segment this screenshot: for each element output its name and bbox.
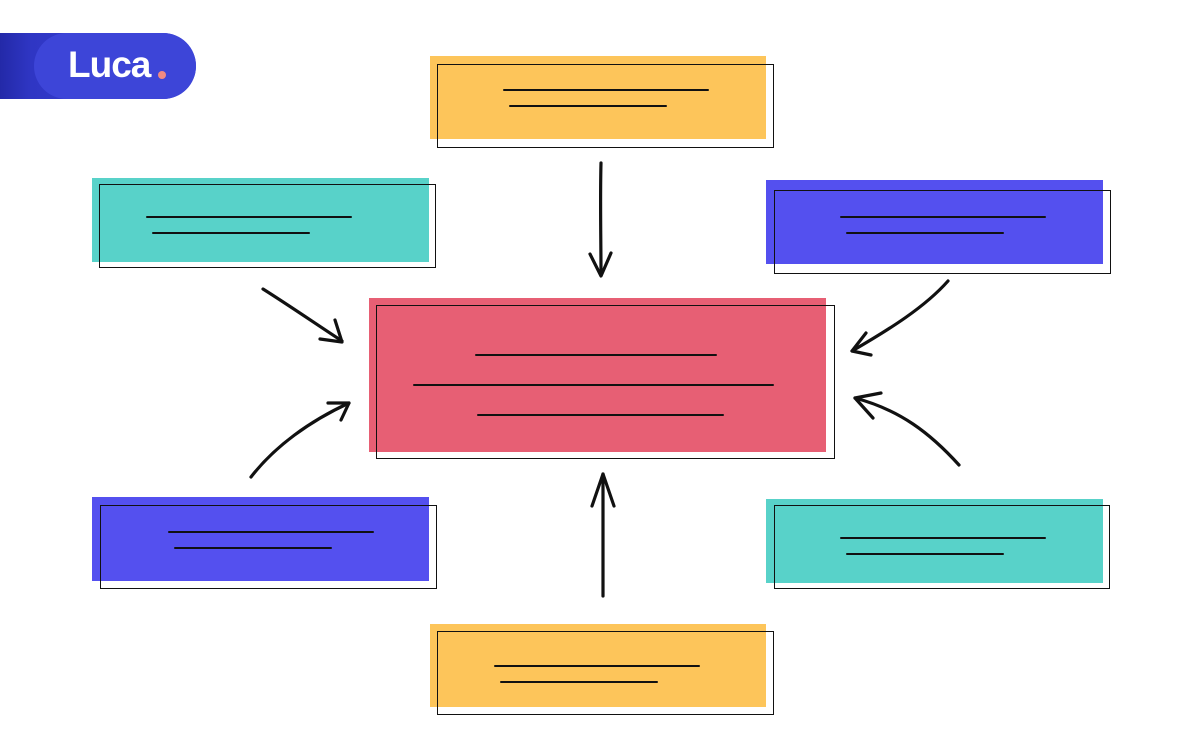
card-outline — [99, 184, 436, 268]
card-outline — [376, 305, 835, 459]
arrow-lower-left-to-center — [249, 401, 351, 479]
arrow-upper-right-to-center — [850, 279, 950, 357]
text-placeholder-line — [840, 216, 1046, 218]
card-fill — [92, 497, 429, 581]
card-outline — [774, 505, 1110, 589]
card-outline — [437, 631, 774, 715]
text-placeholder-line — [500, 681, 658, 683]
arrow-bottom-to-center — [590, 472, 616, 598]
text-placeholder-line — [174, 547, 332, 549]
arrow-top-to-center — [588, 161, 613, 278]
text-placeholder-line — [494, 665, 700, 667]
card-fill — [92, 178, 429, 262]
text-placeholder-line — [168, 531, 374, 533]
logo-wordmark: Luca — [68, 44, 151, 85]
card-outline — [100, 505, 437, 589]
text-placeholder-line — [509, 105, 667, 107]
card-fill — [369, 298, 826, 452]
card-outline — [774, 190, 1111, 274]
card-fill — [766, 180, 1103, 264]
text-placeholder-line — [846, 232, 1004, 234]
logo-pill — [34, 33, 196, 99]
text-placeholder-line — [475, 354, 717, 356]
arrow-lower-right-to-center — [853, 391, 961, 467]
card-outline — [437, 64, 774, 148]
card-fill — [430, 56, 766, 139]
text-placeholder-line — [413, 384, 774, 386]
card-fill — [766, 499, 1103, 583]
text-placeholder-line — [146, 216, 352, 218]
arrow-upper-left-to-center — [261, 287, 344, 344]
text-placeholder-line — [477, 414, 724, 416]
logo-dot — [158, 71, 166, 79]
text-placeholder-line — [840, 537, 1046, 539]
text-placeholder-line — [846, 553, 1004, 555]
text-placeholder-line — [152, 232, 310, 234]
text-placeholder-line — [503, 89, 709, 91]
